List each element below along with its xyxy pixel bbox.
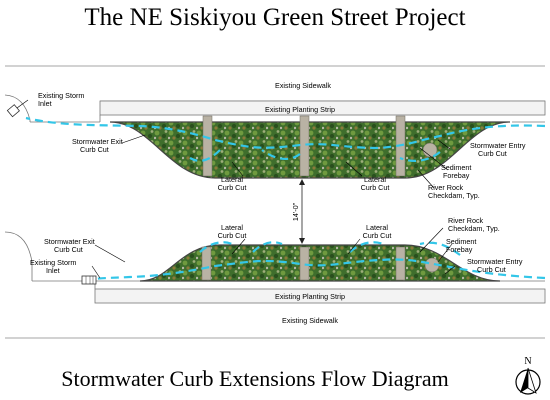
page-title: The NE Siskiyou Green Street Project — [84, 4, 466, 31]
svg-text:Forebay: Forebay — [443, 171, 470, 180]
svg-text:Curb Cut: Curb Cut — [478, 149, 507, 158]
top-curb-extension — [4, 65, 546, 179]
top-planting-strip-label: Existing Planting Strip — [265, 105, 335, 114]
svg-text:Forebay: Forebay — [446, 245, 473, 254]
dimension-label: 14'-0" — [291, 202, 300, 221]
bottom-curb-extension — [4, 231, 546, 339]
svg-text:Curb Cut: Curb Cut — [218, 183, 247, 192]
top-flow-path — [25, 116, 546, 162]
top-storm-inlet-label: Existing Storm — [38, 91, 84, 100]
top-entry-cut-label: Stormwater Entry — [470, 141, 526, 150]
bottom-planter — [139, 244, 501, 282]
top-lateral-right-label: Lateral — [364, 175, 386, 184]
bottom-planting-strip-label: Existing Planting Strip — [275, 292, 345, 301]
top-river-rock-label: River Rock — [428, 183, 464, 192]
top-sediment-label: Sediment — [441, 163, 471, 172]
bottom-entry-cut-label: Stormwater Entry — [467, 257, 523, 266]
svg-text:Checkdam, Typ.: Checkdam, Typ. — [428, 191, 480, 200]
top-sidewalk-label: Existing Sidewalk — [275, 81, 331, 90]
svg-text:Checkdam, Typ.: Checkdam, Typ. — [448, 224, 500, 233]
top-planting-strip — [99, 100, 546, 116]
svg-text:Curb Cut: Curb Cut — [80, 145, 109, 154]
diagram-subtitle: Stormwater Curb Extensions Flow Diagram — [61, 366, 449, 391]
dimension-line — [299, 179, 305, 244]
svg-text:Inlet: Inlet — [38, 99, 52, 108]
top-exit-cut-label: Stormwater Exit — [72, 137, 123, 146]
svg-text:Curb Cut: Curb Cut — [477, 265, 506, 274]
bottom-lateral-right-label: Lateral — [366, 223, 388, 232]
top-storm-inlet-icon — [6, 104, 20, 118]
leader-lines — [16, 99, 456, 279]
svg-text:Curb Cut: Curb Cut — [363, 231, 392, 240]
top-lateral-left-label: Lateral — [221, 175, 243, 184]
bottom-planting-strip — [94, 288, 546, 304]
bottom-sediment-label: Sediment — [446, 237, 476, 246]
bottom-exit-cut-label: Stormwater Exit — [44, 237, 95, 246]
bottom-river-rock-label: River Rock — [448, 216, 484, 225]
svg-text:Curb Cut: Curb Cut — [361, 183, 390, 192]
bottom-flow-path — [95, 241, 546, 281]
svg-text:Inlet: Inlet — [46, 266, 60, 275]
bottom-sidewalk-label: Existing Sidewalk — [282, 316, 338, 325]
bottom-storm-inlet-icon — [81, 275, 97, 285]
svg-text:Curb Cut: Curb Cut — [54, 245, 83, 254]
bottom-lateral-left-label: Lateral — [221, 223, 243, 232]
svg-text:Curb Cut: Curb Cut — [218, 231, 247, 240]
bottom-storm-inlet-label: Existing Storm — [30, 258, 76, 267]
north-label: N — [524, 356, 531, 367]
north-arrow-icon — [515, 367, 541, 395]
